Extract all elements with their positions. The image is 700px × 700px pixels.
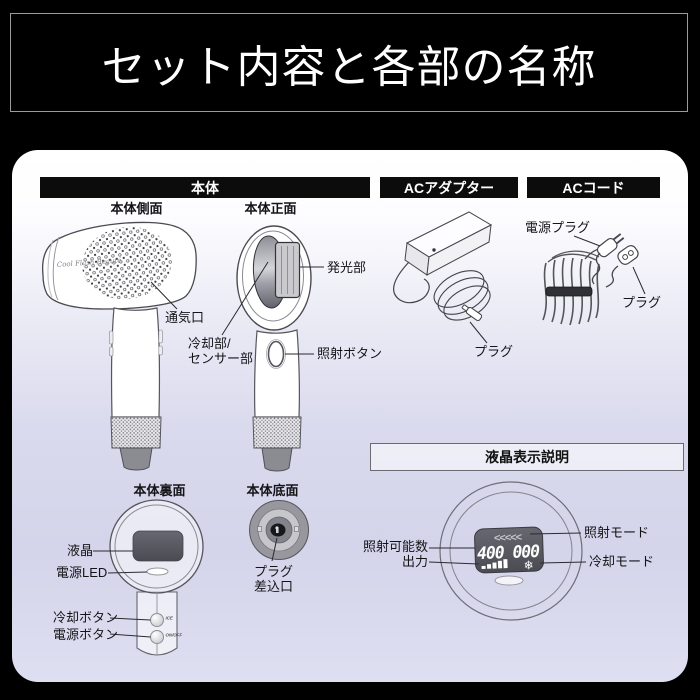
callout-cooling-mode: 冷却モード xyxy=(589,554,655,569)
view-label-front: 本体正面 xyxy=(244,201,297,216)
callout-adapter-plug: プラグ xyxy=(474,344,514,359)
callout-emitter: 発光部 xyxy=(327,260,367,275)
callout-power-button: 電源ボタン xyxy=(53,627,119,642)
power-button-shape xyxy=(150,630,164,644)
cooling-button-shape xyxy=(150,613,164,627)
callout-plug-socket: プラグ 差込口 xyxy=(254,564,294,594)
callout-vent: 通気口 xyxy=(165,310,205,325)
lcd-note-header: 液晶表示説明 xyxy=(370,443,684,471)
bottom-view-illustration xyxy=(249,500,309,560)
callout-power-plug: 電源プラグ xyxy=(525,220,591,235)
side-view-illustration: Cool Flash Beauté xyxy=(41,221,197,471)
flash-button-shape xyxy=(267,340,285,368)
lcd-screen-shape xyxy=(132,530,184,562)
section-bar-ac-cord: ACコード xyxy=(527,177,660,198)
view-label-side: 本体側面 xyxy=(110,201,163,216)
callout-flash-button: 照射ボタン xyxy=(317,346,383,361)
lcd-shot-count: 400 000 xyxy=(477,542,540,564)
callout-power-led: 電源LED xyxy=(56,565,108,580)
onoff-button-label: ON/OFF xyxy=(166,633,183,638)
back-view-illustration: ICE ON/OFF xyxy=(109,499,204,656)
section-bar-ac-adapter: ACアダプター xyxy=(380,177,518,198)
ac-cord-illustration xyxy=(542,233,639,326)
lcd-display-illustration: <<<<< 400 000 ❄ xyxy=(439,481,583,621)
front-view-illustration xyxy=(236,225,312,472)
title-frame: セット内容と各部の名称 xyxy=(10,13,688,112)
section-bar-body: 本体 xyxy=(40,177,370,198)
view-label-bottom: 本体底面 xyxy=(246,483,299,498)
callout-cord-plug: プラグ xyxy=(622,295,662,310)
leader-lines xyxy=(93,235,646,638)
callout-flash-mode: 照射モード xyxy=(584,525,650,540)
callout-output: 出力 xyxy=(401,554,428,569)
lcd-mode-arrows: <<<<< xyxy=(494,532,522,545)
page-title: セット内容と各部の名称 xyxy=(101,41,597,93)
view-label-back: 本体裏面 xyxy=(133,483,186,498)
callout-lcd: 液晶 xyxy=(67,543,94,558)
ice-button-label: ICE xyxy=(166,616,174,621)
callout-cooling-sensor: 冷却部/ センサー部 xyxy=(188,336,254,366)
callout-cooling-button: 冷却ボタン xyxy=(53,610,119,625)
snowflake-icon: ❄ xyxy=(523,558,534,572)
callout-shots-remaining: 照射可能数 xyxy=(362,539,428,554)
ac-adapter-illustration xyxy=(393,211,493,322)
